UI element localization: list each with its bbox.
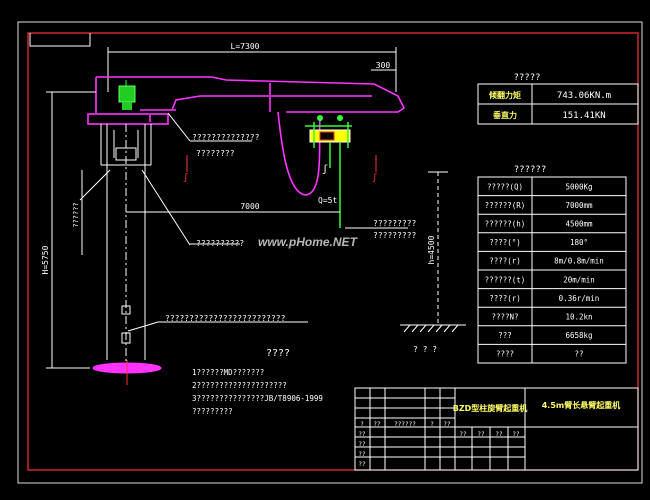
title-block-cell-a2: ?? <box>373 421 381 428</box>
title-block-cell-a4: ?? <box>443 421 451 428</box>
param-table: ?????(Q) 5000Kg ??????(R) 7000mm ??????(h) 45… <box>477 176 627 364</box>
dimension-top-length: L=7300 <box>107 42 397 92</box>
title-block-cell-wide: ?????? <box>394 421 416 428</box>
drawing-border <box>27 32 639 471</box>
title-block-left-title: BZD型柱旋臂起重机 <box>453 403 528 413</box>
param-row-label: ??????(R) <box>485 201 526 210</box>
title-block: BZD型柱旋臂起重机 4.5m臂长悬臂起重机 ?????? ? ?? ? ?? … <box>354 387 639 471</box>
note-line-3: ????????? <box>192 407 233 416</box>
param-row-label: ??? <box>498 331 512 340</box>
note-line-1: 2???????????????????? <box>192 381 287 390</box>
param-row-label: ????(r) <box>489 294 521 303</box>
title-block-cell-b3: ?? <box>358 451 366 458</box>
force-row-1-value: 151.41KN <box>562 111 605 121</box>
param-row-label: ??????(h) <box>485 220 526 229</box>
force-row-0-label: 倾翻力矩 <box>488 90 521 100</box>
param-row-value: 10.2kn <box>565 313 592 322</box>
force-row-1-label: 垂直力 <box>493 110 517 120</box>
jib-arm <box>87 76 406 196</box>
column <box>79 124 191 370</box>
param-row-label: ????(r) <box>489 257 521 266</box>
leader-lines <box>127 112 408 332</box>
corner-tag <box>29 33 91 47</box>
title-block-cell-c1: ?? <box>459 431 467 438</box>
dimension-height: H=5750 ?????? <box>41 91 96 369</box>
title-block-cell-c4: ?? <box>512 431 520 438</box>
note-line-2: 3???????????????JB/T8906-1999 <box>192 394 323 403</box>
dim-hook-height-label: h=4500 <box>427 235 436 264</box>
base-plate <box>92 360 162 385</box>
dim-left-vertical-label: ?????? <box>72 202 80 227</box>
title-block-cell-b2: ?? <box>358 441 366 448</box>
hook-right-icon: ʃ <box>372 173 377 183</box>
force-row-0-value: 743.06KN.m <box>557 91 611 101</box>
param-row-label: ???? <box>496 350 514 359</box>
watermark: www.pHome.NET <box>258 235 359 249</box>
callout-3: ?????????? <box>196 239 244 248</box>
param-row-value: 5000Kg <box>565 182 592 191</box>
hook-icon: ʃ <box>322 164 328 175</box>
trolley-hoist: ʃ <box>305 115 352 228</box>
dimension-offset: 300 <box>371 61 396 71</box>
title-block-cell-b1: ?? <box>358 431 366 438</box>
param-row-label: ?????(Q) <box>487 182 523 191</box>
title-block-right-title: 4.5m臂长悬臂起重机 <box>542 400 621 410</box>
param-row-value: 180° <box>570 238 588 247</box>
param-row-value: 20m/min <box>563 275 595 284</box>
outer-frame <box>17 21 643 484</box>
dim-reach-label: 7000 <box>240 202 259 211</box>
param-row-value: 7000mm <box>565 201 593 210</box>
dimension-reach: 7000 Q=5t <box>126 196 340 213</box>
param-table-title: ?????? <box>514 165 547 175</box>
param-row-value: 4500mm <box>565 220 593 229</box>
title-block-cell-b4: ?? <box>358 461 366 468</box>
load-label: Q=5t <box>318 196 337 205</box>
param-row-label: ????(°) <box>489 238 521 247</box>
title-block-cell-c3: ?? <box>495 431 503 438</box>
ground-marks: ? ? ? <box>413 345 437 354</box>
callout-1: ?????????????? <box>192 133 260 142</box>
dimension-hook-height: h=4500 <box>427 171 448 325</box>
callout-2: ???????? <box>196 149 235 158</box>
param-row-value: 0.36r/min <box>559 294 600 303</box>
force-table-title: ????? <box>513 73 540 83</box>
param-row-value: ?? <box>574 350 583 359</box>
param-row-value: 8m/0.8m/min <box>554 257 604 266</box>
notes-title: ???? <box>266 348 290 359</box>
note-line-0: 1??????MD??????? <box>192 368 264 377</box>
force-table: 倾翻力矩 743.06KN.m 垂直力 151.41KN <box>477 83 639 125</box>
callout-5: ????????? <box>373 231 417 240</box>
param-row-label: ????N? <box>491 313 518 322</box>
dim-height-label: H=5750 <box>41 245 50 274</box>
param-row-value: 6658kg <box>565 331 592 340</box>
dim-offset-label: 300 <box>376 61 391 70</box>
title-block-cell-c2: ?? <box>477 431 485 438</box>
hook-left-icon: ʃ <box>183 173 188 183</box>
callout-4: ????????? <box>373 219 417 228</box>
title-block-cell-a1: ? <box>360 421 364 428</box>
side-hooks: ʃ ʃ <box>183 155 377 183</box>
ground-hatch: ? ? ? <box>400 324 466 354</box>
param-row-label: ??????(t) <box>485 275 526 284</box>
title-block-cell-a3: ? <box>430 421 434 428</box>
callout-6: ????????????????????????? <box>165 314 286 323</box>
slewing-motor <box>118 80 136 110</box>
dim-top-length-label: L=7300 <box>231 42 260 51</box>
